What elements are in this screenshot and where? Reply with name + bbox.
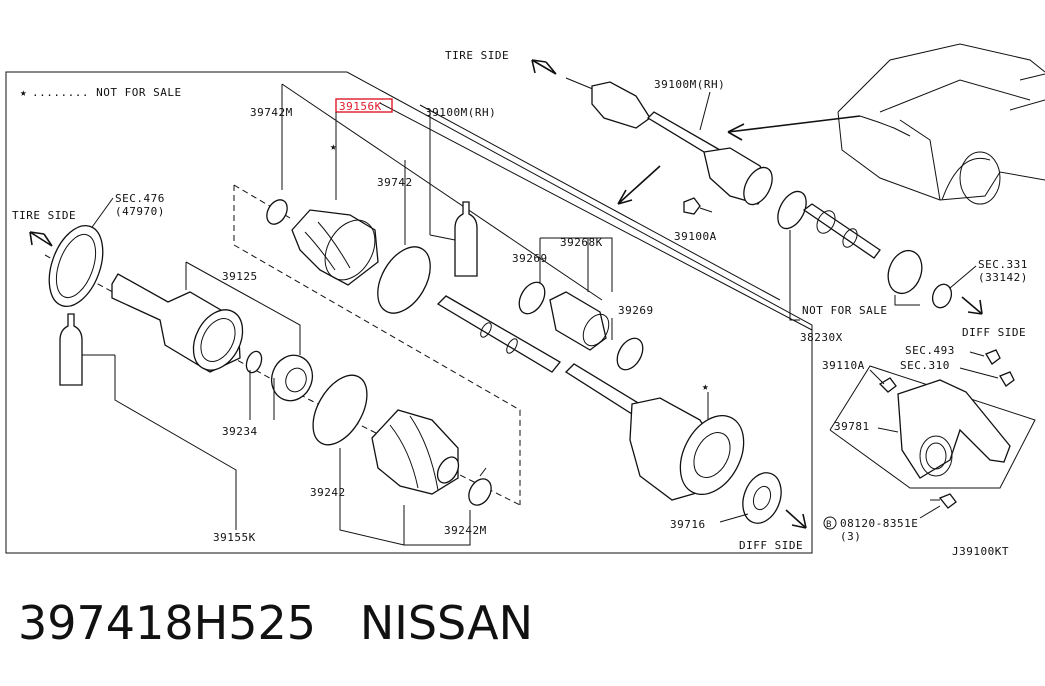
- dynamic-damper: [549, 291, 607, 351]
- tire-side-top-arrow-icon: [531, 59, 557, 75]
- damper-ring-a: [518, 281, 546, 315]
- tire-side-top-label: TIRE SIDE: [445, 49, 509, 62]
- grease-tube-left: [59, 313, 83, 386]
- bolt-sec-310: [999, 371, 1015, 387]
- oil-seal-housing: [887, 249, 923, 295]
- callout-39268K: 39268K: [560, 236, 603, 249]
- diff-side-bottom-label: DIFF SIDE: [739, 539, 803, 552]
- grease-tube-center: [454, 201, 478, 277]
- outer-boot: [291, 209, 379, 286]
- diff-side-right-arrow-icon: [961, 296, 983, 315]
- snap-ring: [245, 350, 263, 374]
- bolt-08120-8351E: [938, 493, 957, 509]
- companion-flange: [777, 190, 807, 230]
- callout-sec-331: SEC.331: [978, 258, 1028, 271]
- callout-39100M-box: 39100M(RH): [425, 106, 496, 119]
- oil-seal: [931, 283, 953, 309]
- inner-boot-clamp-small: [468, 478, 492, 506]
- callout-39269-a: 39269: [512, 252, 548, 265]
- diagram-id: J39100KT: [952, 545, 1009, 558]
- bolt-39110A: [878, 377, 897, 393]
- callout-39742M: 39742M: [250, 106, 293, 119]
- callout-39110A: 39110A: [822, 359, 865, 372]
- callout-39781: 39781: [834, 420, 870, 433]
- tone-ring: [48, 225, 104, 307]
- tire-side-left-label: TIRE SIDE: [12, 209, 76, 222]
- callout-not-for-sale: NOT FOR SALE: [802, 304, 887, 317]
- inner-shaft: [564, 363, 641, 415]
- callout-39742: 39742: [377, 176, 413, 189]
- pointer-arrow-car: [727, 115, 861, 141]
- pointer-arrow-down: [617, 165, 661, 205]
- large-boot-clamp: [377, 246, 431, 314]
- highlight-box-39156K: [335, 98, 393, 113]
- part-number: 397418H525: [18, 596, 316, 650]
- callout-39234: 39234: [222, 425, 258, 438]
- callout-38230X: 38230X: [800, 331, 843, 344]
- inner-spider: [270, 354, 314, 402]
- bolt-sec-493: [985, 349, 1001, 365]
- inner-boot-clamp-large: [312, 374, 368, 446]
- callout-bolt-qty: (3): [840, 530, 861, 543]
- bracket-frame: [829, 365, 1036, 489]
- callout-39125: 39125: [222, 270, 258, 283]
- callout-08120-8351E: 08120-8351E: [840, 517, 918, 530]
- assembled-outer-joint: [591, 81, 651, 129]
- bolt-marker: B: [826, 520, 832, 530]
- legend-star: ★: [20, 86, 27, 99]
- star-39156K: ★: [330, 140, 337, 153]
- inner-boot: [371, 409, 459, 495]
- diff-side-bottom-arrow-icon: [785, 509, 807, 529]
- callout-47970: (47970): [115, 205, 165, 218]
- bolt-39100A: [683, 197, 701, 215]
- callout-39155K: 39155K: [213, 531, 256, 544]
- legend-text: ........ NOT FOR SALE: [32, 86, 182, 99]
- callout-sec-310: SEC.310: [900, 359, 950, 372]
- star-housing: ★: [702, 380, 709, 393]
- callout-39100M-top: 39100M(RH): [654, 78, 725, 91]
- mounting-bracket: [897, 379, 1011, 479]
- drive-shaft: [436, 295, 561, 373]
- dust-shield: [742, 472, 782, 524]
- tire-side-left-arrow-icon: [29, 231, 53, 247]
- callout-39269-b: 39269: [618, 304, 654, 317]
- callout-39156K[interactable]: 39156K: [339, 100, 382, 113]
- callout-39242M: 39242M: [444, 524, 487, 537]
- vehicle-outline: [837, 43, 1045, 201]
- callout-33142: (33142): [978, 271, 1028, 284]
- callout-39716: 39716: [670, 518, 706, 531]
- small-boot-clamp: [266, 199, 288, 225]
- callout-sec-493: SEC.493: [905, 344, 955, 357]
- flange: [679, 415, 745, 495]
- diff-side-right-label: DIFF SIDE: [962, 326, 1026, 339]
- callout-39242: 39242: [310, 486, 346, 499]
- callout-sec-476: SEC.476: [115, 192, 165, 205]
- damper-ring-b: [616, 337, 644, 371]
- part-number-footer: 397418H525 NISSAN: [18, 596, 533, 650]
- brand-name: NISSAN: [359, 596, 533, 650]
- callout-39100A: 39100A: [674, 230, 717, 243]
- stub-shaft: [802, 203, 881, 259]
